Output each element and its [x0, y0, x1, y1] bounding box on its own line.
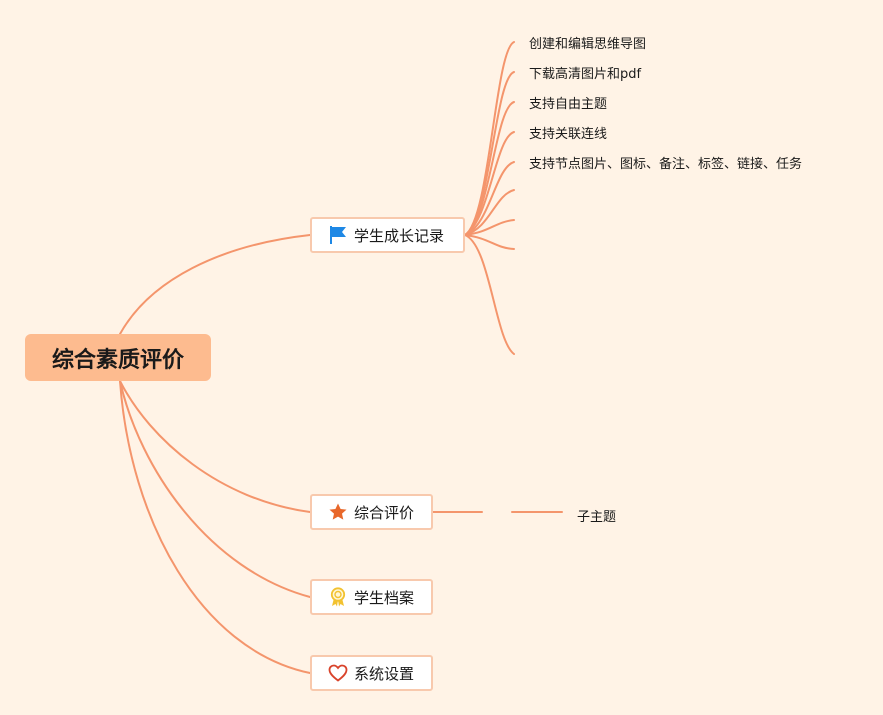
connector-leaf-5	[464, 161, 515, 236]
topic-system-settings[interactable]: 系统设置	[310, 655, 433, 691]
connector-root-to-growth-record	[119, 234, 311, 335]
connector-leaf-4	[464, 131, 515, 236]
connector-leaf-6	[464, 189, 515, 236]
leaf-topic[interactable]: 支持关联连线	[529, 127, 608, 142]
leaf-topic[interactable]: 支持自由主题	[529, 97, 608, 112]
subtopic[interactable]: 子主题	[577, 510, 617, 525]
topic-label: 系统设置	[354, 664, 415, 683]
connector-leaf-9	[464, 234, 515, 355]
connector-root-to-settings	[119, 380, 311, 674]
topic-comprehensive-evaluation[interactable]: 综合评价	[310, 494, 433, 530]
connector-root-to-archive	[119, 380, 311, 598]
root-topic[interactable]: 综合素质评价	[25, 334, 211, 381]
star-icon	[328, 502, 348, 522]
connector-leaf-8	[464, 234, 515, 250]
topic-growth-record[interactable]: 学生成长记录	[310, 217, 465, 253]
flag-icon	[328, 225, 348, 245]
connector-leaf-7	[464, 219, 515, 236]
topic-label: 学生档案	[354, 588, 415, 607]
heart-icon	[328, 663, 348, 683]
leaf-topic[interactable]: 支持节点图片、图标、备注、标签、链接、任务	[529, 157, 803, 172]
root-topic-label: 综合素质评价	[51, 347, 184, 373]
topic-student-archive[interactable]: 学生档案	[310, 579, 433, 615]
topic-label: 综合评价	[354, 503, 415, 522]
topic-label: 学生成长记录	[354, 226, 445, 245]
award-ribbon-icon	[328, 587, 348, 607]
leaf-topic[interactable]: 创建和编辑思维导图	[529, 37, 647, 52]
connector-root-to-evaluation	[119, 380, 311, 513]
leaf-topic[interactable]: 下载高清图片和pdf	[529, 67, 642, 82]
